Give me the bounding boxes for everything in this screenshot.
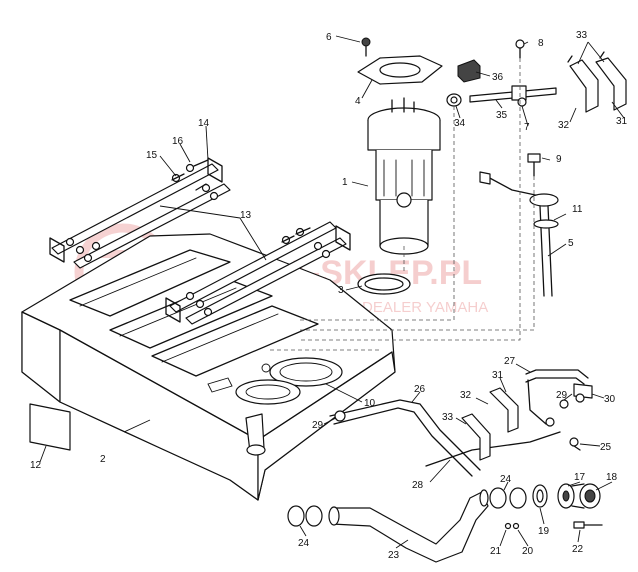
callout-31a: 31	[492, 370, 504, 381]
callout-11: 11	[572, 204, 583, 215]
grommet-34	[446, 93, 462, 107]
strap-bolts	[65, 159, 331, 317]
callout-7: 7	[524, 122, 530, 133]
callout-29a: 29	[312, 420, 324, 431]
callout-31b: 31	[616, 116, 628, 127]
fuel-tank	[21, 233, 396, 501]
callout-33a: 33	[442, 412, 454, 423]
callouts: 1 2 3 4 5 6 7 8 9 10 11 12 13 14 15 16 1…	[30, 30, 628, 561]
breather-tube	[425, 431, 561, 467]
callout-14: 14	[198, 118, 210, 129]
callout-24b: 24	[500, 474, 512, 485]
callout-28: 28	[412, 480, 424, 491]
shaft-35	[469, 85, 557, 107]
vent-hose	[329, 399, 481, 477]
callout-21: 21	[490, 546, 502, 557]
pump-seal	[357, 273, 411, 295]
fuel-level-sender	[479, 171, 559, 297]
callout-13: 13	[240, 210, 252, 221]
hose-with-filter	[525, 369, 593, 427]
leader-lines	[39, 35, 625, 549]
callout-6: 6	[326, 32, 332, 43]
screw-6	[361, 37, 371, 57]
callout-3: 3	[338, 285, 344, 296]
filler-hose	[328, 489, 489, 563]
fuel-pump	[367, 97, 441, 255]
tank-straps	[49, 157, 351, 325]
screw-8	[515, 39, 525, 59]
callout-16: 16	[172, 136, 184, 147]
bracket-set-mid	[461, 387, 519, 461]
callout-9: 9	[556, 154, 562, 165]
assembly-guides	[270, 58, 535, 351]
filler-fittings	[532, 483, 601, 509]
callout-27: 27	[504, 356, 516, 367]
callout-20: 20	[522, 546, 534, 557]
callout-36: 36	[492, 72, 504, 83]
callout-4: 4	[355, 96, 361, 107]
callout-26: 26	[414, 384, 426, 395]
callout-5: 5	[568, 238, 574, 249]
callout-25: 25	[600, 442, 612, 453]
callout-8: 8	[538, 38, 544, 49]
bracket-set-top	[567, 51, 627, 113]
callout-24a: 24	[298, 538, 310, 549]
callout-18: 18	[606, 472, 618, 483]
callout-34: 34	[454, 118, 466, 129]
callout-15: 15	[146, 150, 158, 161]
callout-22: 22	[572, 544, 584, 555]
label-plate	[29, 403, 71, 451]
pump-retaining-plate	[357, 55, 443, 85]
callout-32b: 32	[558, 120, 570, 131]
bolt-9	[527, 153, 541, 177]
callout-12: 12	[30, 460, 42, 471]
small-bolts	[504, 521, 603, 530]
callout-10: 10	[364, 398, 376, 409]
screw-25	[569, 437, 581, 451]
callout-17: 17	[574, 472, 586, 483]
callout-33b: 33	[576, 30, 588, 41]
callout-2: 2	[100, 454, 106, 465]
hose-clamps-24	[287, 487, 527, 527]
callout-1: 1	[342, 177, 348, 188]
hose-clamp-29	[334, 410, 346, 422]
clip-36	[457, 59, 481, 83]
callout-23: 23	[388, 550, 400, 561]
callout-29b: 29	[556, 390, 568, 401]
callout-30: 30	[604, 394, 616, 405]
callout-19: 19	[538, 526, 550, 537]
callout-32a: 32	[460, 390, 472, 401]
callout-35: 35	[496, 110, 508, 121]
